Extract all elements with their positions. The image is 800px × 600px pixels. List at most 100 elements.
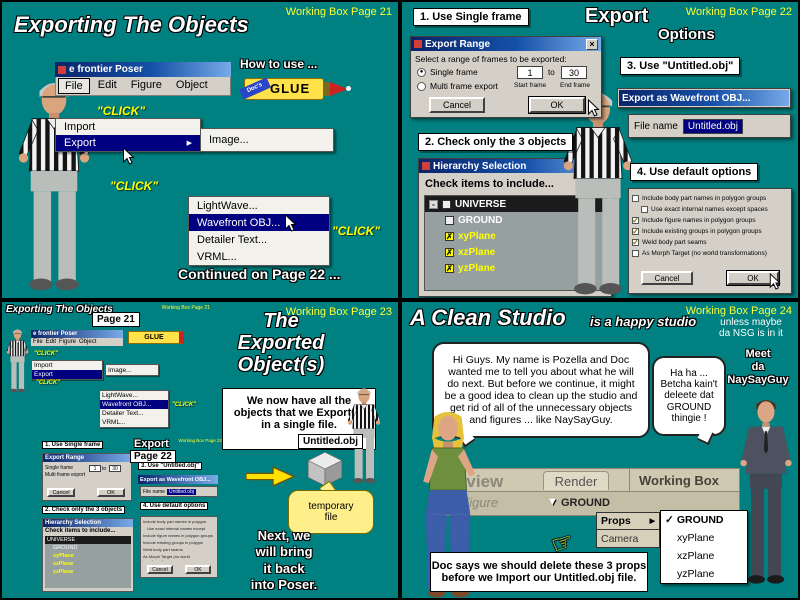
submenu-arrow-icon: ▶ (186, 140, 192, 147)
radio-single-frame[interactable]: ● Single frame (417, 67, 478, 77)
export-as-titlebar[interactable]: Export as Wavefront OBJ... (619, 90, 789, 106)
tree-item-xyplane[interactable]: ✗ xyPlane (445, 230, 496, 242)
submenu-item-xyplane[interactable]: xyPlane (677, 532, 715, 544)
export-options-panel: Include body part names in polygon group… (628, 188, 792, 294)
cancel-button[interactable]: Cancel (429, 97, 485, 113)
how-to-use-label: How to use ... (240, 57, 318, 71)
submenu-item-xzplane[interactable]: xzPlane (677, 550, 715, 562)
export-submenu-image: Image... (200, 128, 334, 152)
page-title: The Exported Object(s) (237, 310, 325, 376)
checkbox-icon[interactable]: ✗ (445, 247, 454, 257)
menu-item-wavefront[interactable]: Wavefront OBJ... (189, 214, 329, 231)
checkbox-icon[interactable]: ✗ (445, 231, 454, 241)
menu-figure[interactable]: Figure (130, 79, 162, 91)
menu-item-lightwave[interactable]: LightWave... (197, 199, 258, 212)
ok-button[interactable]: OK (528, 96, 586, 114)
page-label: Working Box Page 23 (285, 306, 392, 318)
export-range-titlebar[interactable]: Export Range × (411, 37, 601, 51)
page-label: Working Box Page 24 (685, 305, 792, 317)
poser-titlebar[interactable]: e frontier Poser (55, 62, 231, 77)
props-menu: Props ▶ Camera (596, 512, 660, 548)
export-title: Export (585, 5, 649, 27)
mini-page-22: 1. Use Single frame Export Working Box P… (42, 438, 222, 596)
page-23: Working Box Page 23 Exporting The Object… (2, 302, 398, 598)
menu-item-vrml[interactable]: VRML... (197, 250, 237, 263)
ok-button[interactable]: OK (726, 270, 780, 286)
menu-object[interactable]: Object (175, 79, 208, 91)
tab-render[interactable]: Render (543, 471, 609, 490)
end-frame-field[interactable]: 30 (561, 66, 587, 79)
submenu-item-yzplane[interactable]: yzPlane (677, 568, 715, 580)
menu-item-detailer[interactable]: Detailer Text... (197, 233, 268, 246)
checkbox-icon[interactable]: ✓ (632, 237, 639, 247)
file-name-field[interactable]: Untitled.obj (682, 118, 743, 134)
checkbox-icon[interactable] (641, 206, 648, 213)
start-frame-field[interactable]: 1 (517, 66, 543, 79)
page-label: Working Box Page 22 (685, 6, 792, 18)
hierarchy-list: - UNIVERSE GROUND ✗ xyPlane ✗ xzPlane (424, 195, 608, 291)
ground-selector[interactable]: GROUND (561, 497, 610, 509)
menu-item-image[interactable]: Image... (209, 134, 249, 146)
checkbox-icon[interactable] (632, 195, 639, 202)
footer-note: Doc says we should delete these 3 props … (430, 552, 648, 592)
page-label: Working Box Page 21 (285, 6, 392, 18)
meet-naysayguy-label: Meet da NaySayGuy (727, 348, 789, 387)
page-22: Working Box Page 22 1. Use Single frame … (402, 2, 798, 298)
close-icon[interactable]: × (586, 38, 598, 50)
menu-file[interactable]: File (58, 78, 90, 94)
cancel-button[interactable]: Cancel (641, 271, 693, 285)
nsg-note: unless maybe da NSG is in it (719, 317, 783, 339)
menu-item-export[interactable]: Export ▶ (56, 135, 200, 151)
naysayguy-speech-bubble: Ha ha ... Betcha kain't deleete dat GROU… (652, 356, 726, 446)
tree-item-ground[interactable]: GROUND (425, 212, 607, 228)
export-option-row[interactable]: Use exact internal names except spaces (632, 204, 788, 215)
checkbox-icon[interactable]: ✓ (632, 215, 639, 225)
props-submenu: ✓ GROUND xyPlane xzPlane yzPlane (660, 510, 748, 584)
radio-icon (417, 81, 426, 91)
submenu-item-ground[interactable]: ✓ GROUND (665, 514, 724, 526)
export-option-row[interactable]: ✓ Include existing groups in polygon gro… (632, 226, 762, 236)
file-label: Untitled.obj (298, 434, 363, 449)
page-24: Working Box Page 24 A Clean Studio is a … (402, 302, 798, 598)
menu-item-import[interactable]: Import (64, 121, 96, 133)
end-frame-label: End frame (560, 82, 590, 89)
menu-item-camera[interactable]: Camera (596, 530, 660, 548)
mini-glue-icon: GLUE (128, 331, 184, 344)
export-as-title: Export as Wavefront OBJ... (622, 92, 751, 104)
checkbox-icon[interactable]: ✗ (445, 263, 454, 273)
menu-item-props[interactable]: Props ▶ (596, 512, 660, 530)
mini-page-21: Exporting The Objects Working Box Page 2… (6, 304, 210, 428)
step-4-label: 4. Use default options (630, 163, 759, 181)
page-subtitle: is a happy studio (590, 314, 697, 329)
radio-multi-frame[interactable]: Multi frame export (417, 81, 498, 91)
poser-app-icon (58, 65, 66, 74)
dialog-icon (422, 162, 430, 170)
step-2-label: 2. Check only the 3 objects (418, 133, 574, 151)
checkbox-icon[interactable]: ✓ (632, 226, 639, 236)
export-as-dialog-bar: Export as Wavefront OBJ... (617, 88, 791, 108)
working-box-label: Working Box (639, 473, 719, 488)
export-option-row[interactable]: ✓ Weld body part seams (632, 237, 707, 247)
page-21: Working Box Page 21 Exporting The Object… (2, 2, 398, 298)
menu-edit[interactable]: Edit (97, 79, 117, 91)
tree-item-yzplane[interactable]: ✗ yzPlane (445, 262, 496, 274)
tree-item-xzplane[interactable]: ✗ xzPlane (445, 246, 496, 258)
export-option-row[interactable]: As Morph Target (no world transformation… (632, 248, 788, 259)
expander-icon[interactable]: - (429, 199, 438, 209)
checkbox-icon[interactable] (445, 215, 454, 225)
export-range-title: Export Range (425, 38, 491, 50)
radio-icon: ● (417, 67, 426, 77)
cursor-icon: ▼ (547, 496, 558, 508)
export-submenu-formats: LightWave... Wavefront OBJ... Detailer T… (188, 196, 330, 266)
naysayguy-character (740, 400, 792, 584)
export-option-row[interactable]: Include body part names in polygon group… (632, 193, 788, 204)
toolbar-row (431, 491, 739, 515)
checkbox-icon[interactable] (632, 250, 639, 257)
checkbox-icon[interactable] (442, 199, 451, 209)
tree-item-universe[interactable]: - UNIVERSE (425, 196, 607, 212)
export-option-row[interactable]: ✓ Include figure names in polygon groups (632, 215, 756, 225)
page-title: A Clean Studio (410, 305, 566, 330)
options-title: Options (658, 26, 715, 43)
glue-label: GLUE (270, 81, 311, 96)
